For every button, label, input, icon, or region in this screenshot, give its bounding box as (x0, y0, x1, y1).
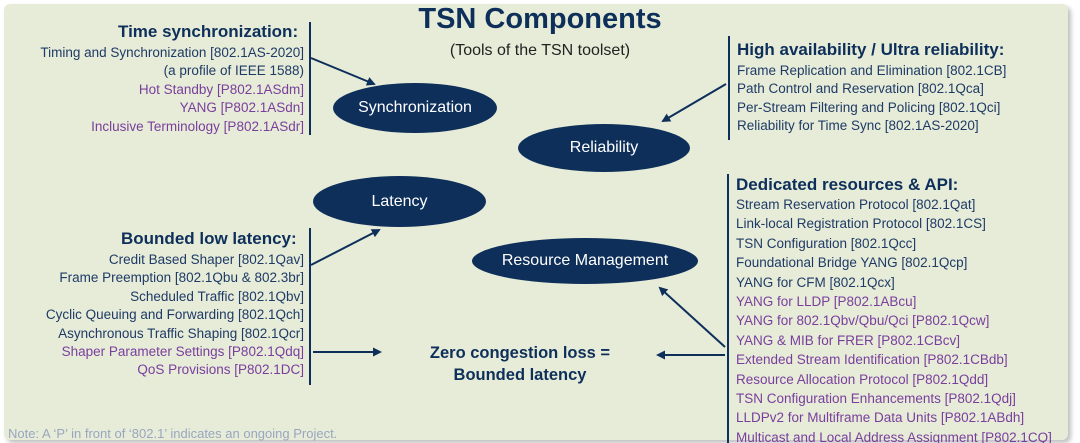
standard-item: Timing and Synchronization [802.1AS-2020… (40, 45, 304, 60)
latency-node: Latency (313, 176, 486, 227)
standard-item: TSN Configuration Enhancements [P802.1Qd… (736, 391, 1016, 407)
high-availability-to-reliability-arrow (661, 83, 727, 123)
standard-item: (a profile of IEEE 1588) (163, 63, 304, 79)
standard-item: Credit Based Shaper [802.1Qav] (108, 252, 304, 267)
standard-item: Path Control and Reservation [802.1Qca] (737, 81, 984, 97)
low-latency-list: Credit Based Shaper [802.1Qav] Frame Pree… (46, 251, 304, 380)
standard-item: Cyclic Queuing and Forwarding [802.1Qch] (45, 307, 304, 323)
time-sync-heading: Time synchronization: (118, 22, 299, 41)
standard-item: Resource Allocation Protocol [P802.1Qdd] (736, 371, 989, 387)
footnote: Note: A ‘P’ in front of ‘802.1’ indicate… (8, 426, 338, 441)
standard-item: QoS Provisions [P802.1DC] (137, 362, 304, 378)
time-sync-list: Timing and Synchronization [802.1AS-2020… (40, 44, 304, 136)
standard-item: Extended Stream Identification [P802.1CB… (736, 352, 1008, 368)
standard-item: Scheduled Traffic [802.1Qbv] (130, 288, 304, 304)
goal-line-2: Bounded latency (453, 366, 587, 384)
resource-management-node: Resource Management (472, 238, 698, 284)
low-latency-heading: Bounded low latency: (121, 229, 297, 248)
high-availability-list: Frame Replication and Elimination [802.1… (737, 62, 1006, 136)
goal-line-1: Zero congestion loss = (429, 344, 611, 362)
standard-item: LLDPv2 for Multiframe Data Units [P802.1… (736, 410, 1025, 426)
reliability-node: Reliability (518, 124, 690, 172)
standard-item: YANG for LLDP [P802.1ABcu] (736, 294, 917, 310)
standard-item: Foundational Bridge YANG [802.1Qcp] (736, 255, 968, 271)
standard-item: Inclusive Terminology [P802.1ASdr] (91, 118, 304, 134)
dedicated-resources-heading: Dedicated resources & API: (736, 175, 959, 194)
dedicated-resources-list: Stream Reservation Protocol [802.1Qat] Li… (736, 195, 1052, 443)
standard-item: YANG for CFM [802.1Qcx] (736, 274, 895, 290)
high-availability-heading: High availability / Ultra reliability: (737, 40, 1005, 59)
standard-item: Multicast and Local Address Assignment [… (736, 429, 1052, 443)
standard-item: YANG for 802.1Qbv/Qbu/Qci [P802.1Qcw] (736, 313, 990, 329)
standard-item: TSN Configuration [802.1Qcc] (736, 235, 917, 251)
diagram-subtitle: (Tools of the TSN toolset) (449, 42, 631, 59)
goal-statement: Zero congestion loss = Bounded latency (400, 342, 640, 386)
standard-item: Link-local Registration Protocol [802.1C… (736, 216, 986, 232)
time-sync-to-synchronization-arrow (310, 57, 376, 86)
standard-item: Hot Standby [P802.1ASdm] (138, 81, 304, 97)
standard-item: Stream Reservation Protocol [802.1Qat] (736, 197, 976, 212)
standard-item: Frame Replication and Elimination [802.1… (737, 63, 1007, 78)
standard-item: YANG & MIB for FRER [P802.1CBcv] (736, 332, 961, 348)
synchronization-node: Synchronization (333, 83, 497, 133)
dedicated-resources-to-resource-management-arrow (658, 286, 726, 348)
background-panel (4, 4, 1068, 440)
low-latency-bracket (309, 228, 311, 385)
high-availability-bracket (728, 36, 730, 140)
standard-item: Asynchronous Traffic Shaping [802.1Qcr] (58, 325, 304, 341)
standard-item: Shaper Parameter Settings [P802.1Qdq] (61, 344, 304, 360)
low-latency-to-latency-arrow (310, 229, 381, 266)
standard-item: Per-Stream Filtering and Policing [802.1… (737, 99, 1001, 115)
standard-item: Reliability for Time Sync [802.1AS-2020] (737, 118, 979, 134)
time-sync-bracket (309, 22, 311, 135)
dedicated-resources-bracket (727, 174, 729, 443)
standard-item: YANG [P802.1ASdn] (179, 100, 304, 116)
diagram-title: TSN Components (418, 3, 662, 35)
standard-item: Frame Preemption [802.1Qbu & 802.3br] (59, 270, 304, 286)
